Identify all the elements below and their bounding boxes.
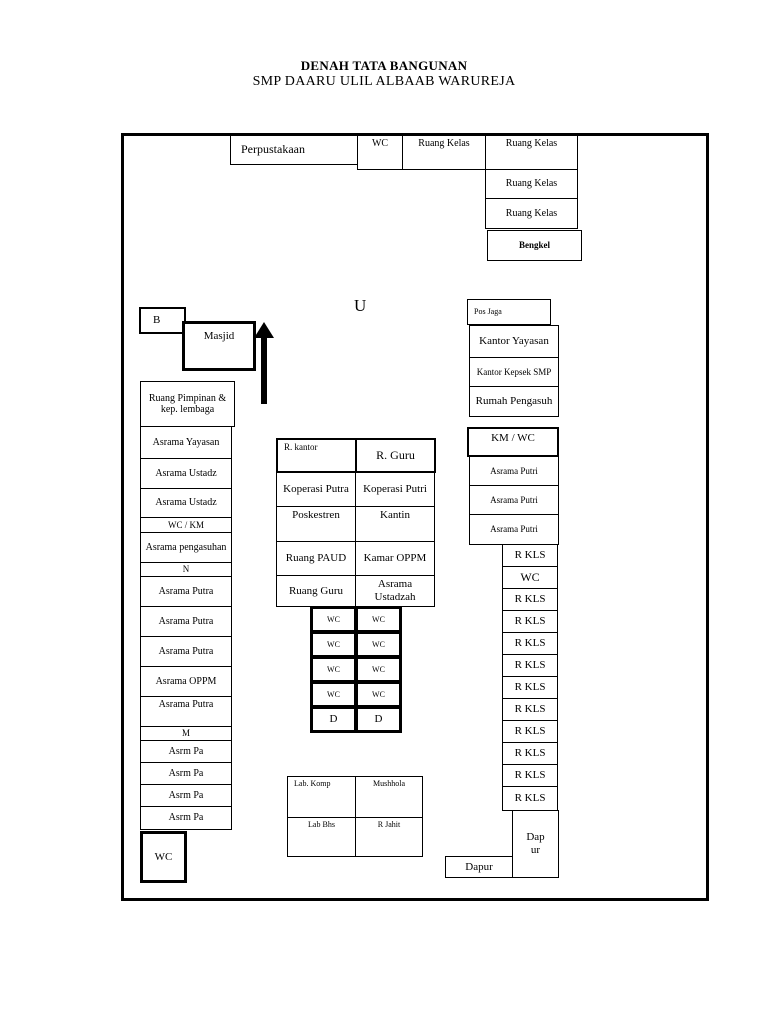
room-ruang-guru: Ruang Guru: [276, 575, 356, 607]
room-r-kantor: R. kantor: [276, 438, 357, 473]
room-koperasi-putra: Koperasi Putra: [276, 472, 356, 507]
left-room: N: [140, 562, 232, 577]
wc-cell: WC: [355, 606, 402, 633]
room-km-wc: KM / WC: [467, 427, 559, 457]
room-mushhola: Mushhola: [355, 776, 423, 818]
plan-title: DENAH TATA BANGUNAN: [300, 58, 468, 73]
left-room: Asrm Pa: [140, 762, 232, 785]
site-boundary: [121, 133, 709, 901]
d-cell: D: [355, 706, 402, 733]
room-r-kls: R KLS: [502, 742, 558, 765]
room-r-kls: R KLS: [502, 676, 558, 699]
room-poskestren: Poskestren: [276, 506, 356, 542]
room-asrama-putri-1: Asrama Putri: [469, 456, 559, 486]
wc-cell: WC: [310, 681, 357, 708]
room-kantin: Kantin: [355, 506, 435, 542]
wc-cell: WC: [355, 681, 402, 708]
room-ruang-kelas-3: Ruang Kelas: [485, 198, 578, 229]
room-ruang-paud: Ruang PAUD: [276, 541, 356, 576]
left-room: WC / KM: [140, 517, 232, 533]
room-asrama-putri-2: Asrama Putri: [469, 485, 559, 515]
room-r-kls: R KLS: [502, 786, 558, 811]
room-r-guru: R. Guru: [355, 438, 436, 473]
room-kantor-yayasan: Kantor Yayasan: [469, 325, 559, 358]
room-r-jahit: R Jahit: [355, 817, 423, 857]
room-r-kls: R KLS: [502, 654, 558, 677]
room-wc-right: WC: [502, 566, 558, 589]
left-room: Asrama Ustadz: [140, 488, 232, 518]
room-lab-bhs: Lab Bhs: [287, 817, 356, 857]
room-r-kls: R KLS: [502, 588, 558, 611]
wc-cell: WC: [310, 606, 357, 633]
room-bengkel: Bengkel: [487, 230, 582, 261]
left-room: M: [140, 726, 232, 741]
left-room: Asrama pengasuhan: [140, 532, 232, 563]
wc-cell: WC: [310, 656, 357, 683]
room-koperasi-putri: Koperasi Putri: [355, 472, 435, 507]
room-dapur-vertical: Dap ur: [512, 810, 559, 878]
left-room: Asrm Pa: [140, 806, 232, 830]
wc-cell: WC: [355, 656, 402, 683]
room-r-kls: R KLS: [502, 764, 558, 787]
left-room: Asrama Ustadz: [140, 458, 232, 489]
left-room: Asrm Pa: [140, 784, 232, 807]
room-r-kls: R KLS: [502, 632, 558, 655]
room-wc-bottom-left: WC: [140, 831, 187, 883]
room-asrama-putri-3: Asrama Putri: [469, 514, 559, 545]
wc-cell: WC: [355, 631, 402, 658]
left-room: Asrama Putra: [140, 696, 232, 727]
room-r-kls: R KLS: [502, 544, 558, 567]
room-ruang-kelas-top: Ruang Kelas: [402, 135, 486, 170]
left-room: Asrama Putra: [140, 576, 232, 607]
left-room: Asrama OPPM: [140, 666, 232, 697]
room-lab-komp: Lab. Komp: [287, 776, 356, 818]
room-wc-top: WC: [357, 135, 403, 170]
room-pos-jaga: Pos Jaga: [467, 299, 551, 325]
room-rumah-pengasuh: Rumah Pengasuh: [469, 386, 559, 417]
north-arrow-icon: [254, 322, 274, 404]
room-ruang-kelas-2: Ruang Kelas: [485, 169, 578, 199]
left-room: Asrm Pa: [140, 740, 232, 763]
left-room: Asrama Putra: [140, 606, 232, 637]
room-masjid: Masjid: [182, 321, 256, 371]
room-r-kls: R KLS: [502, 698, 558, 721]
d-cell: D: [310, 706, 357, 733]
room-ruang-pimpinan: Ruang Pimpinan & kep. lembaga: [140, 381, 235, 427]
room-r-kls: R KLS: [502, 720, 558, 743]
wc-cell: WC: [310, 631, 357, 658]
left-room: Asrama Putra: [140, 636, 232, 667]
room-perpustakaan: Perpustakaan: [230, 135, 358, 165]
room-kamar-oppm: Kamar OPPM: [355, 541, 435, 576]
room-ruang-kelas-1: Ruang Kelas: [485, 135, 578, 170]
left-room: Asrama Yayasan: [140, 426, 232, 459]
plan-subtitle: SMP DAARU ULIL ALBAAB WARUREJA: [252, 74, 516, 89]
room-kantor-kepsek: Kantor Kepsek SMP: [469, 357, 559, 387]
room-asrama-ustadzah: Asrama Ustadzah: [355, 575, 435, 607]
room-r-kls: R KLS: [502, 610, 558, 633]
room-dapur: Dapur: [445, 856, 513, 878]
north-label: U: [354, 296, 367, 315]
room-b: B: [139, 307, 186, 334]
